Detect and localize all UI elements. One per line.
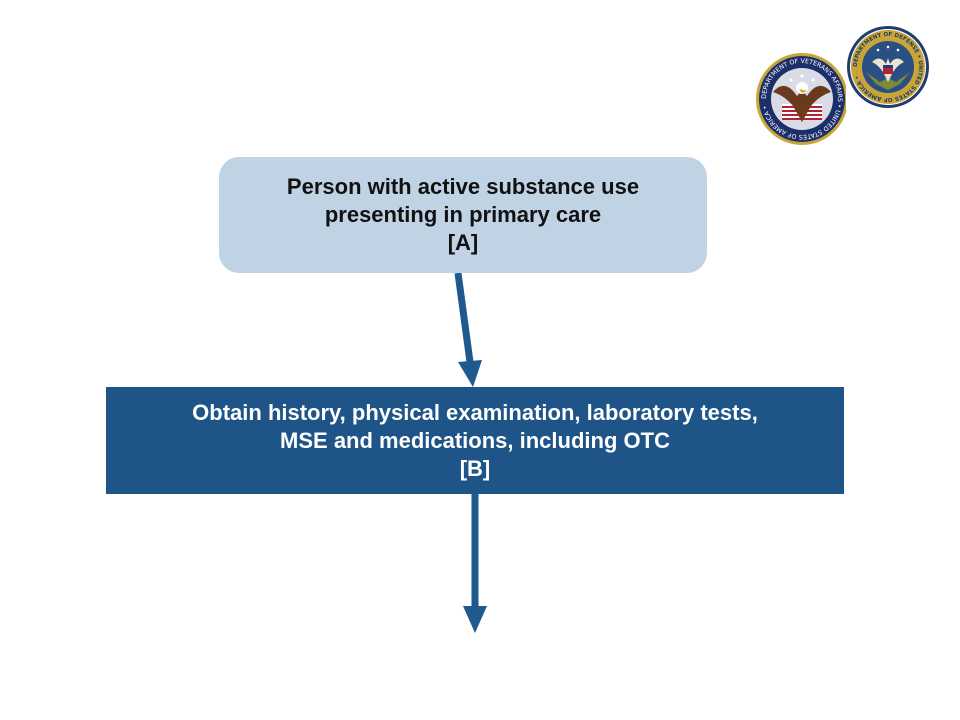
- node-a-line-2: presenting in primary care: [324, 202, 602, 227]
- node-b-line-1: Obtain history, physical examination, la…: [192, 399, 758, 425]
- node-a-line-1: Person with active substance use: [286, 174, 640, 199]
- dod-seal-icon: DEPARTMENT OF DEFENSE • UNITED STATES OF…: [846, 24, 930, 110]
- arrow-a-to-b: [454, 272, 482, 387]
- flowchart-node-b: Obtain history, physical examination, la…: [106, 387, 844, 494]
- arrow-b-down: [463, 494, 487, 633]
- node-a-label: [A]: [447, 230, 479, 255]
- node-b-label: [B]: [459, 455, 491, 481]
- va-seal-icon: DEPARTMENT OF VETERANS AFFAIRS • UNITED …: [756, 53, 848, 145]
- flowchart-node-a: Person with active substance use present…: [219, 157, 707, 273]
- node-b-line-2: MSE and medications, including OTC: [280, 427, 670, 453]
